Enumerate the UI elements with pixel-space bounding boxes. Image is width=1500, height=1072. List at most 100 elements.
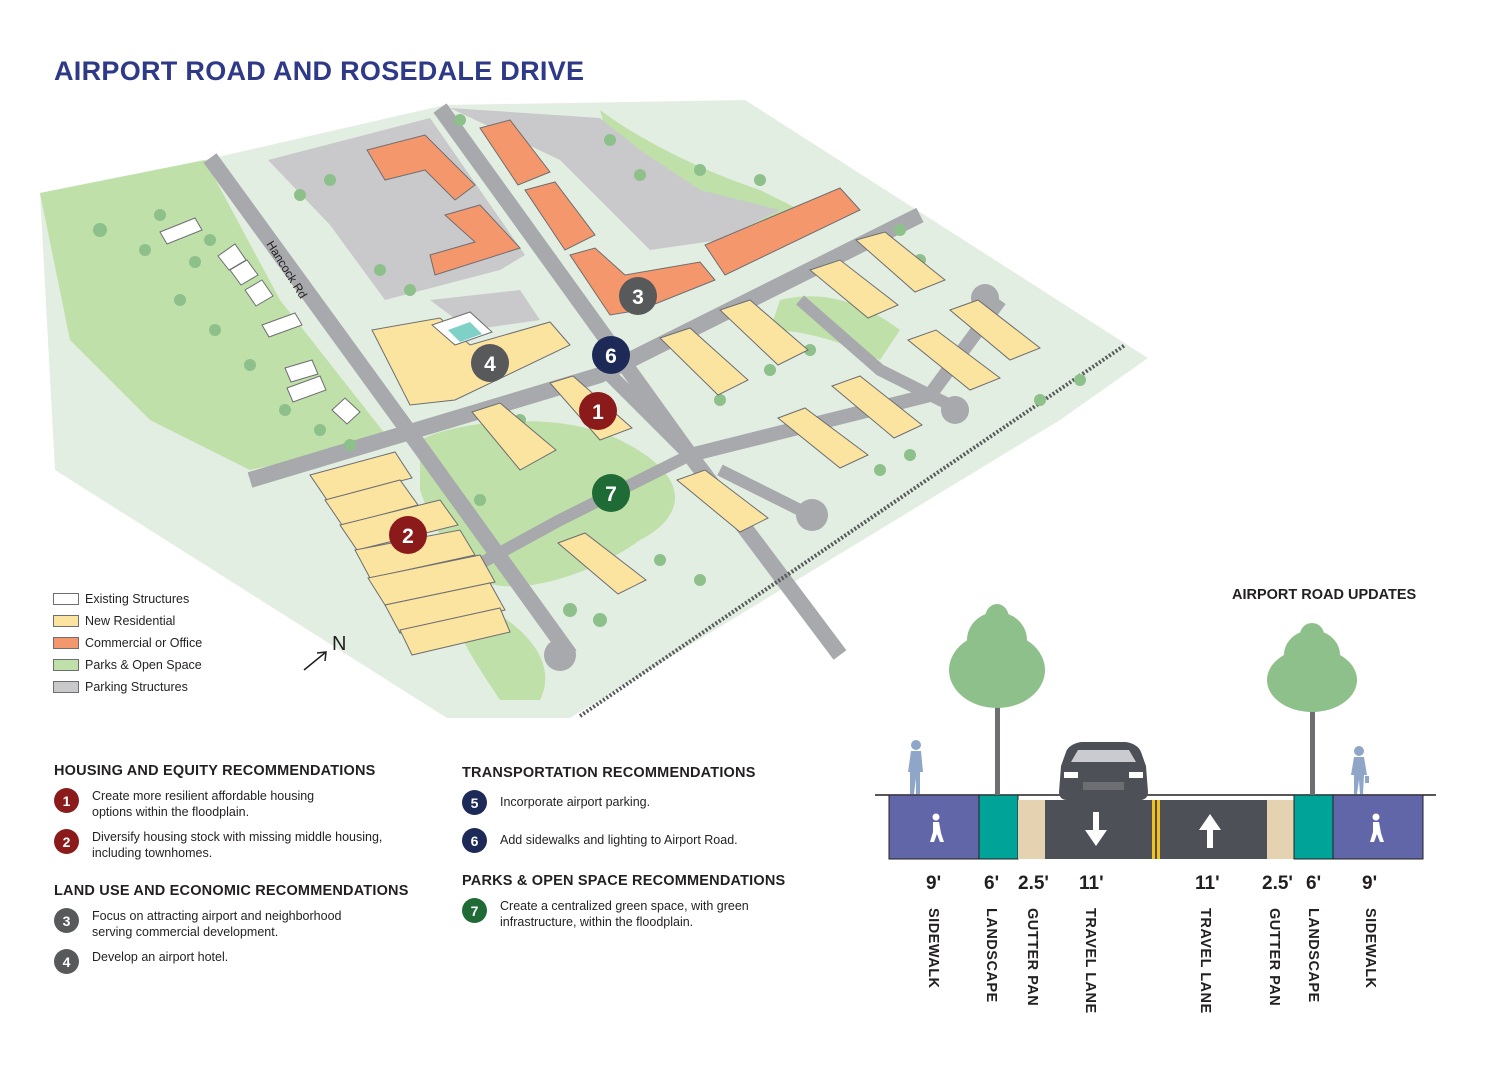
legend-item-parks: Parks & Open Space: [53, 654, 202, 676]
parks-recommendations: PARKS & OPEN SPACE RECOMMENDATIONS 7 Cre…: [462, 873, 822, 930]
legend-label: Commercial or Office: [85, 636, 203, 650]
north-label: N: [332, 633, 346, 655]
dimension-sidewalk-left: 9': [926, 873, 942, 894]
recommendation-badge: 3: [54, 908, 79, 933]
label-lane-right: TRAVEL LANE: [1197, 908, 1213, 1014]
commercial-l-building: [429, 204, 521, 276]
marker-4-number: 4: [484, 353, 496, 376]
recommendation-item: 2 Diversify housing stock with missing m…: [54, 829, 434, 861]
legend-swatch-commercial: [53, 637, 79, 649]
recommendation-badge: 7: [462, 898, 487, 923]
recommendation-item: 1 Create more resilient affordable housi…: [54, 788, 434, 820]
recommendation-item: 6 Add sidewalks and lighting to Airport …: [462, 828, 822, 853]
legend-label: Existing Structures: [85, 592, 190, 606]
map-marker-1: 1: [579, 392, 617, 430]
road-airport: [247, 207, 924, 488]
parks-heading: PARKS & OPEN SPACE RECOMMENDATIONS: [462, 873, 786, 889]
landscape-left: [978, 794, 1019, 860]
parking-east: [450, 108, 780, 250]
legend-swatch-parking: [53, 681, 79, 693]
car-icon: [1059, 742, 1148, 800]
recommendation-badge: 4: [54, 949, 79, 974]
recommendation-item: 4 Develop an airport hotel.: [54, 949, 434, 974]
recommendation-text: Add sidewalks and lighting to Airport Ro…: [500, 833, 738, 847]
land-use-recommendations: LAND USE AND ECONOMIC RECOMMENDATIONS 3 …: [54, 883, 434, 974]
dimension-gutter-right: 2.5': [1262, 873, 1293, 894]
legend-item-residential: New Residential: [53, 610, 202, 632]
label-sidewalk-left: SIDEWALK: [925, 908, 941, 989]
recommendation-badge: 1: [54, 788, 79, 813]
legend-swatch-existing: [53, 593, 79, 605]
recommendation-item: 7 Create a centralized green space, with…: [462, 898, 822, 930]
label-lane-left: TRAVEL LANE: [1082, 908, 1098, 1014]
recommendation-badge: 5: [462, 790, 487, 815]
legend-item-existing: Existing Structures: [53, 588, 202, 610]
label-gutter-left: GUTTER PAN: [1024, 908, 1040, 1007]
legend-label: Parking Structures: [85, 680, 188, 694]
road-main-north-south: [433, 103, 847, 660]
cul-de-sac: [796, 499, 828, 531]
landscape-right: [1293, 794, 1334, 860]
legend-swatch-parks: [53, 659, 79, 671]
transportation-recommendations: TRANSPORTATION RECOMMENDATIONS 5 Incorpo…: [462, 765, 822, 853]
housing-heading: HOUSING AND EQUITY RECOMMENDATIONS: [54, 763, 376, 779]
road-local-2: [717, 464, 813, 521]
pedestrian-icon: [930, 813, 944, 842]
recommendation-text: Develop an airport hotel.: [92, 950, 229, 964]
page-title: AIRPORT ROAD AND ROSEDALE DRIVE: [54, 56, 585, 86]
commercial-office-long: [704, 187, 861, 276]
person-icon: [908, 740, 923, 794]
trees: [93, 114, 1086, 627]
recommendation-badge: 2: [54, 829, 79, 854]
legend-swatch-residential: [53, 615, 79, 627]
recommendation-badge: 6: [462, 828, 487, 853]
dimension-lane-left: 11': [1079, 873, 1104, 894]
road-east-west-2: [796, 295, 963, 416]
recommendation-item: 3 Focus on attracting airport and neighb…: [54, 908, 434, 940]
existing-structures: [159, 217, 361, 425]
label-landscape-left: LANDSCAPE: [983, 908, 999, 1003]
recommendation-text: Create more resilient affordable housing…: [92, 789, 315, 819]
tree-icon: [1267, 623, 1357, 795]
legend-item-parking: Parking Structures: [53, 676, 202, 698]
recommendation-text: Incorporate airport parking.: [500, 795, 651, 809]
map-marker-2: 2: [389, 516, 427, 554]
tree-icon: [949, 604, 1045, 795]
dimension-sidewalk-right: 9': [1362, 873, 1378, 894]
person-icon: [1351, 746, 1369, 794]
cul-de-sac: [544, 639, 576, 671]
marker-2-number: 2: [402, 525, 414, 548]
pedestrian-icon: [1370, 813, 1384, 842]
marker-6-circle: [592, 336, 630, 374]
legend-label: New Residential: [85, 614, 176, 628]
housing-recommendations: HOUSING AND EQUITY RECOMMENDATIONS 1 Cre…: [54, 763, 434, 861]
recommendation-item: 5 Incorporate airport parking.: [462, 790, 822, 815]
road-hancock: [203, 153, 577, 660]
map-legend: Existing Structures New Residential Comm…: [53, 588, 202, 698]
dimension-lane-right: 11': [1195, 873, 1220, 894]
recommendation-text: Focus on attracting airport and neighbor…: [92, 909, 342, 939]
recommendation-text: Create a centralized green space, with g…: [500, 899, 749, 929]
transportation-heading: TRANSPORTATION RECOMMENDATIONS: [462, 765, 756, 781]
north-arrow-icon: N: [303, 633, 346, 671]
marker-1-number: 1: [592, 401, 604, 424]
dimension-landscape-right: 6': [1306, 873, 1322, 894]
map-marker-4: 4: [471, 344, 509, 382]
commercial-l-building: [366, 134, 476, 201]
label-sidewalk-right: SIDEWALK: [1362, 908, 1378, 989]
marker-3-number: 3: [632, 286, 644, 309]
gutter-pan-left: [1018, 800, 1045, 859]
marker-7-number: 7: [605, 483, 617, 506]
recommendation-text: Diversify housing stock with missing mid…: [92, 830, 383, 860]
map-marker-7: 7: [592, 474, 630, 512]
legend-label: Parks & Open Space: [85, 658, 202, 672]
street-cross-section: [875, 604, 1436, 860]
railroad: [578, 343, 1127, 718]
label-gutter-right: GUTTER PAN: [1266, 908, 1282, 1007]
marker-3-circle: [619, 277, 657, 315]
roads: [203, 103, 1006, 660]
cul-de-sac: [941, 396, 969, 424]
street-section-title: AIRPORT ROAD UPDATES: [1232, 587, 1417, 603]
marker-6-number: 6: [605, 345, 617, 368]
